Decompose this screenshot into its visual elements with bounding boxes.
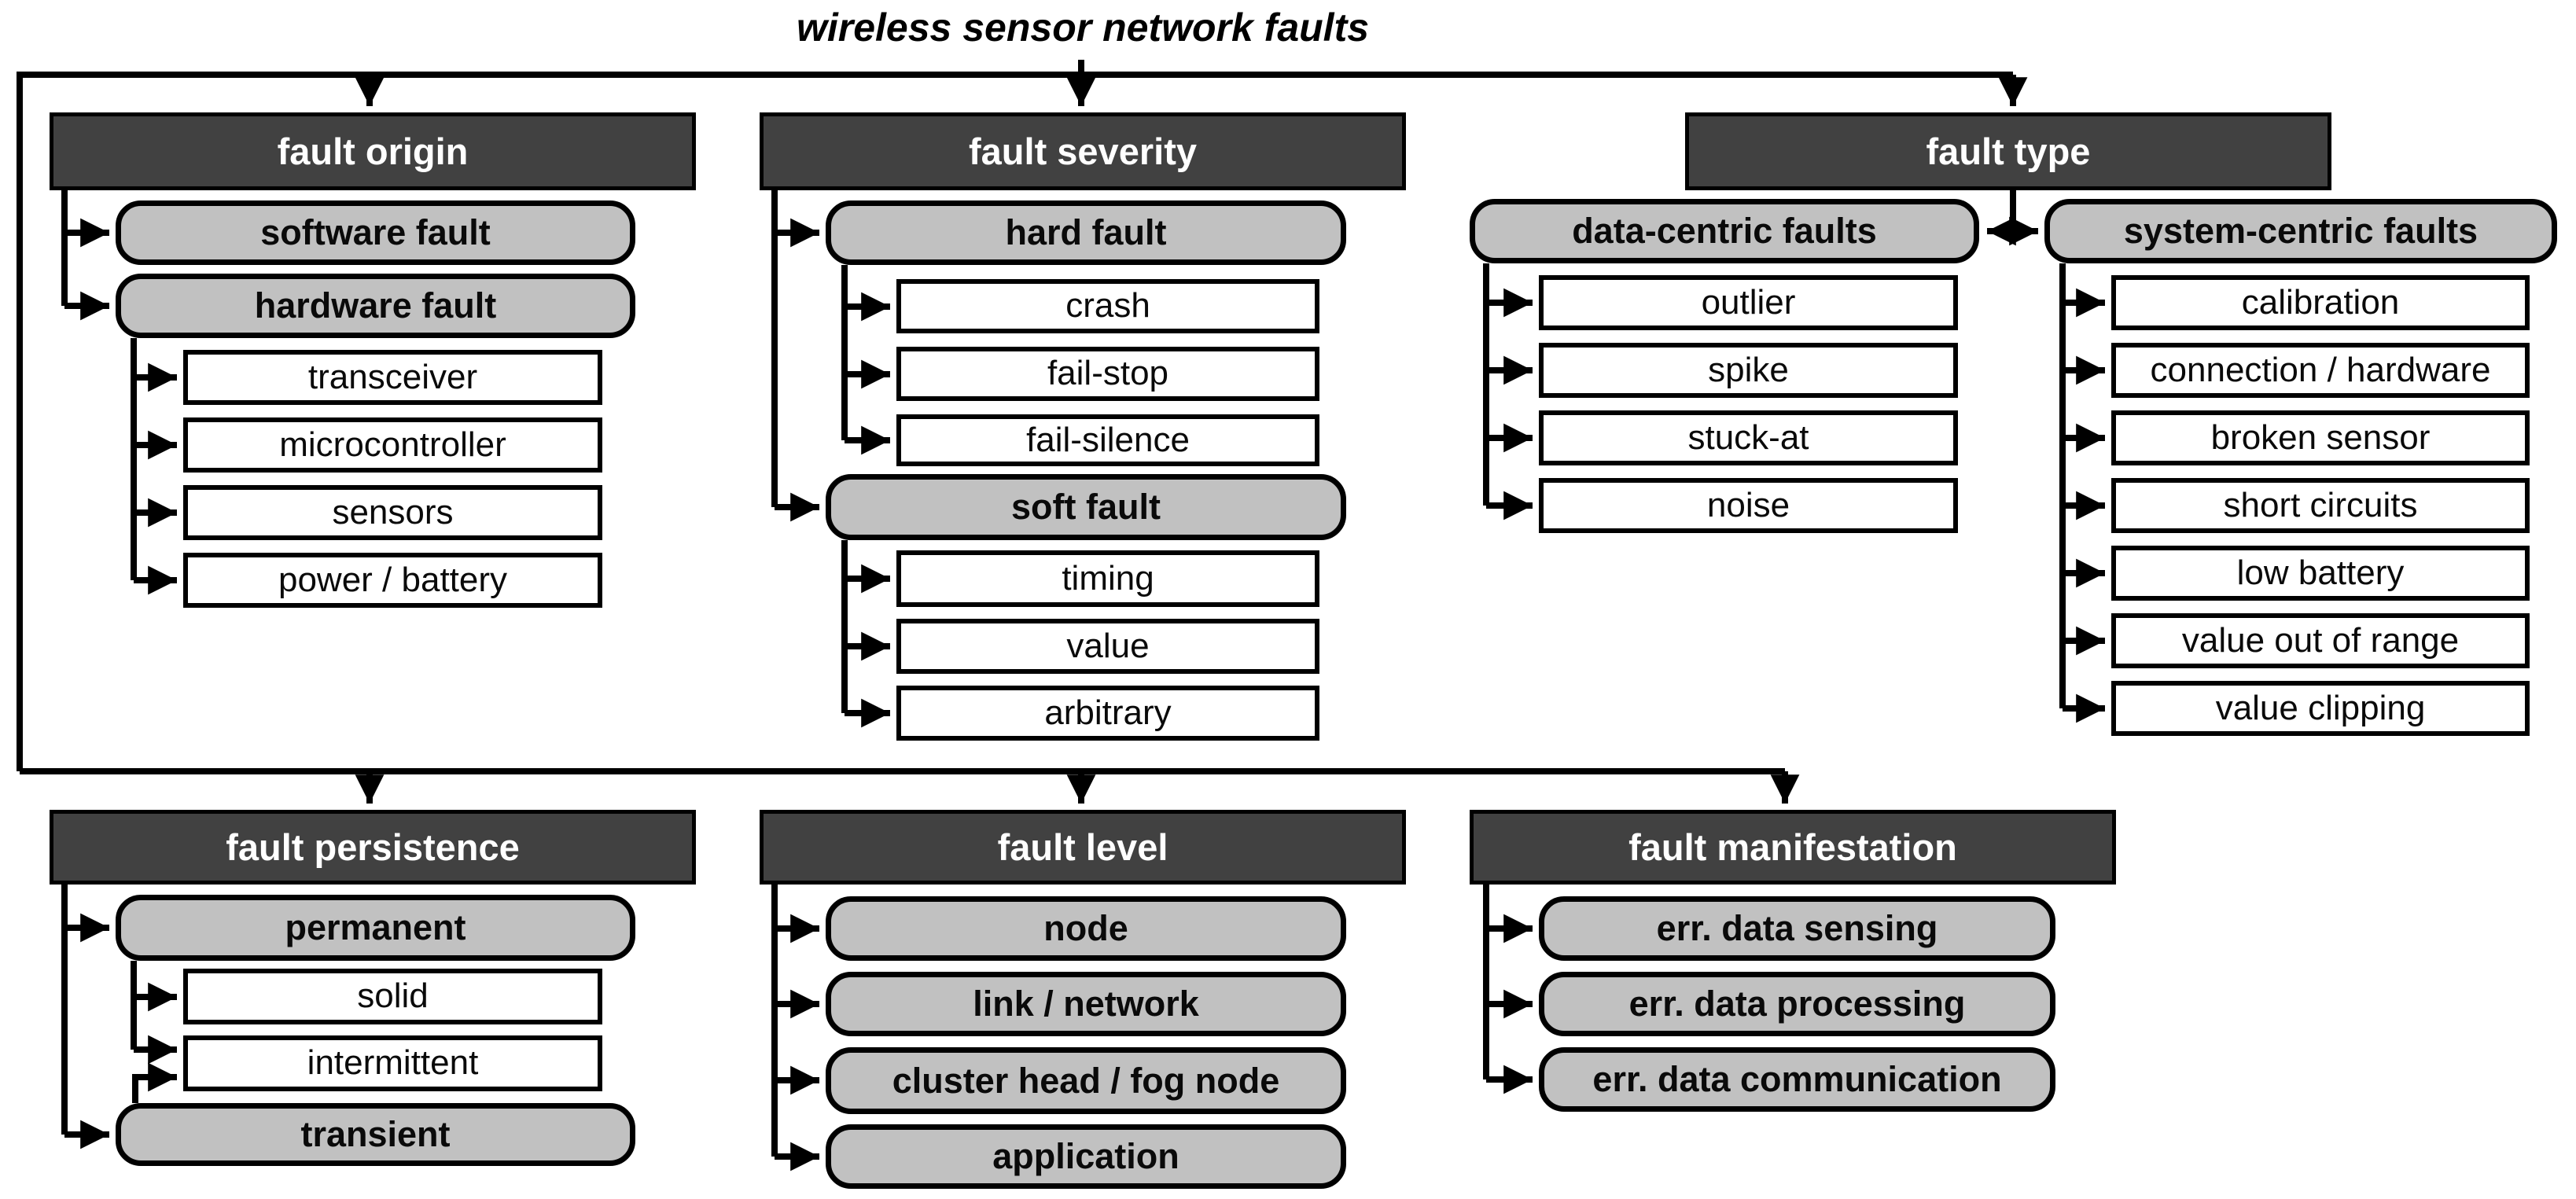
box-connection-hardware: connection / hardware	[2111, 343, 2530, 398]
box-link-network: link / network	[826, 972, 1346, 1036]
box-node: node	[826, 896, 1346, 961]
header-fault-level: fault level	[760, 810, 1406, 885]
box-value-out-of-range: value out of range	[2111, 613, 2530, 668]
box-value-clipping: value clipping	[2111, 681, 2530, 736]
box-broken-sensor: broken sensor	[2111, 410, 2530, 465]
box-timing: timing	[896, 550, 1319, 607]
header-fault-persistence: fault persistence	[50, 810, 696, 885]
header-fault-origin: fault origin	[50, 112, 696, 190]
box-application: application	[826, 1124, 1346, 1189]
box-system-centric-faults: system-centric faults	[2044, 199, 2557, 263]
box-software-fault: software fault	[116, 200, 635, 265]
box-permanent: permanent	[116, 895, 635, 961]
box-short-circuits: short circuits	[2111, 478, 2530, 533]
box-data-centric-faults: data-centric faults	[1470, 199, 1979, 263]
box-err-data-communication: err. data communication	[1539, 1047, 2055, 1112]
box-err-data-processing: err. data processing	[1539, 972, 2055, 1036]
box-transient: transient	[116, 1103, 635, 1166]
box-microcontroller: microcontroller	[183, 417, 602, 473]
header-fault-type: fault type	[1685, 112, 2331, 190]
box-fail-silence: fail-silence	[896, 414, 1319, 466]
box-cluster-head-fog-node: cluster head / fog node	[826, 1047, 1346, 1114]
box-stuck-at: stuck-at	[1539, 410, 1958, 465]
box-sensors: sensors	[183, 485, 602, 540]
box-hard-fault: hard fault	[826, 200, 1346, 265]
diagram-title: wireless sensor network faults	[796, 6, 1370, 50]
box-crash: crash	[896, 279, 1319, 333]
box-noise: noise	[1539, 478, 1958, 533]
header-fault-severity: fault severity	[760, 112, 1406, 190]
box-soft-fault: soft fault	[826, 474, 1346, 540]
box-spike: spike	[1539, 343, 1958, 398]
header-fault-manifestation: fault manifestation	[1470, 810, 2116, 885]
box-power-battery: power / battery	[183, 553, 602, 608]
box-arbitrary: arbitrary	[896, 686, 1319, 741]
box-value: value	[896, 619, 1319, 674]
box-outlier: outlier	[1539, 275, 1958, 330]
box-intermittent: intermittent	[183, 1035, 602, 1091]
box-calibration: calibration	[2111, 275, 2530, 330]
box-err-data-sensing: err. data sensing	[1539, 896, 2055, 961]
box-transceiver: transceiver	[183, 350, 602, 405]
box-low-battery: low battery	[2111, 546, 2530, 601]
box-fail-stop: fail-stop	[896, 347, 1319, 401]
box-hardware-fault: hardware fault	[116, 274, 635, 338]
box-solid: solid	[183, 969, 602, 1024]
